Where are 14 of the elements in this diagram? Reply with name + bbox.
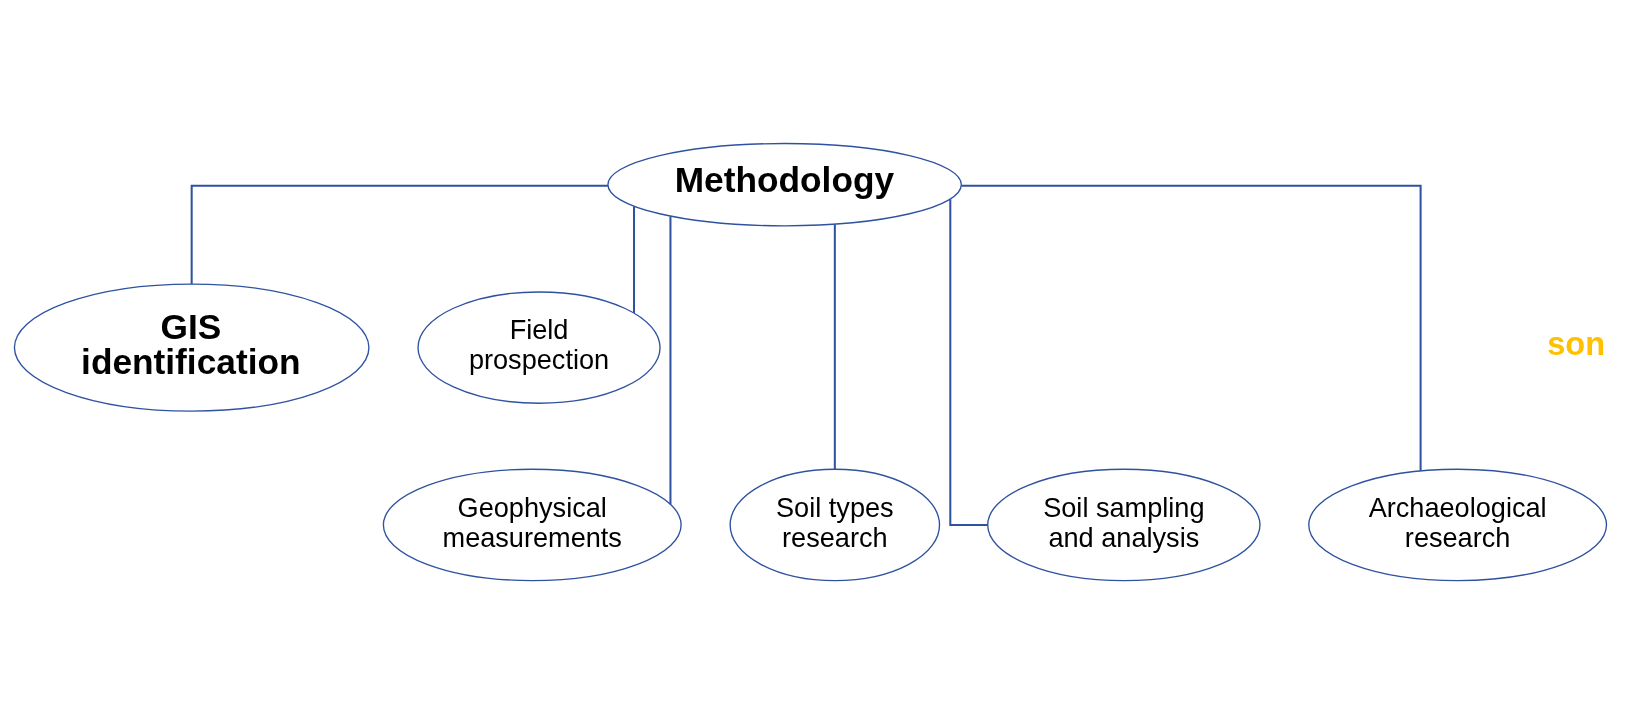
connector <box>833 224 836 470</box>
node-ellipse: Geophysical measurements <box>382 468 682 582</box>
node-ellipse: Methodology <box>607 142 962 227</box>
connector <box>949 199 988 526</box>
connector <box>190 184 608 285</box>
connector <box>633 206 636 313</box>
node-ellipse: Soil types research <box>729 468 941 582</box>
node-ellipse: Field prospection <box>417 291 661 404</box>
label: son <box>1547 325 1606 362</box>
node-ellipse: Archaeological research <box>1308 468 1608 582</box>
node-ellipse: GIS identification <box>13 283 370 412</box>
connector <box>961 184 1422 471</box>
connector <box>669 216 672 505</box>
node-ellipse: Soil sampling and analysis <box>987 468 1261 582</box>
